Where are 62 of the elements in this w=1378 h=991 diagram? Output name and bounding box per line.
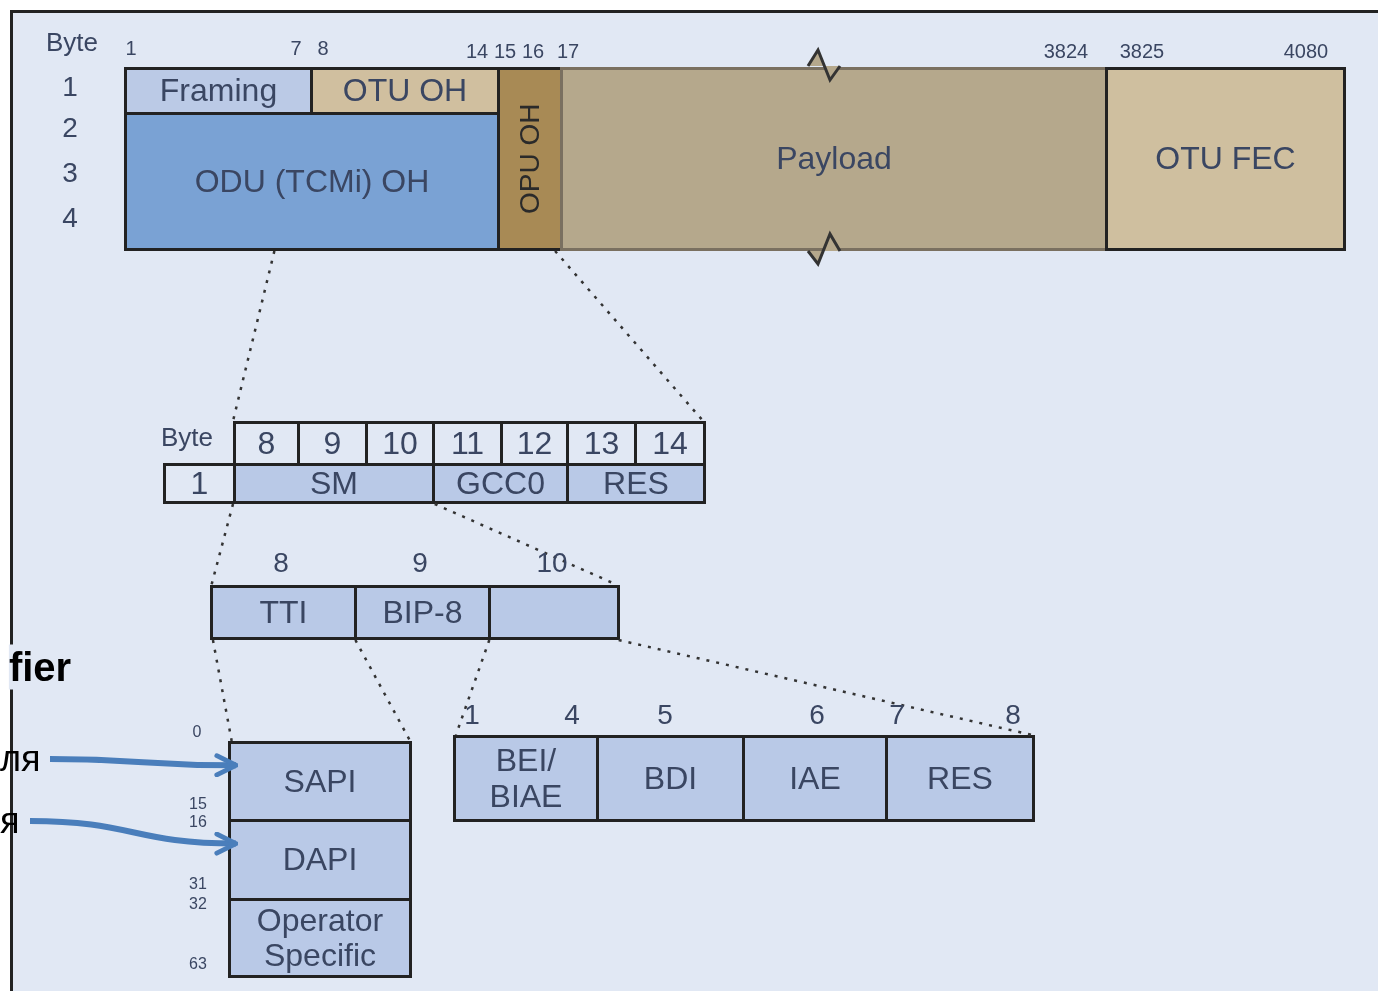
bit-number: 4 bbox=[564, 699, 580, 731]
bit-number: 1 bbox=[464, 699, 480, 731]
projection-line bbox=[211, 639, 233, 742]
payload-area: Payload bbox=[560, 67, 1108, 251]
row-number-cell: 1 bbox=[163, 463, 236, 504]
byte-number: 8 bbox=[317, 36, 329, 60]
byte-number: 4080 bbox=[1283, 39, 1329, 63]
overhead-field: Operator Specific bbox=[228, 898, 412, 978]
byte-index: 16 bbox=[189, 813, 207, 831]
axis-title: Byte bbox=[161, 421, 213, 453]
arrow bbox=[49, 753, 239, 778]
byte-number: 15 bbox=[493, 39, 517, 63]
frame-field: ODU (TCMi) OH bbox=[124, 112, 500, 251]
overhead-field: SM bbox=[233, 463, 435, 504]
row-number: 2 bbox=[62, 112, 78, 144]
frame-field: Framing bbox=[124, 67, 313, 115]
bit-number: 8 bbox=[1005, 699, 1021, 731]
row-number: 4 bbox=[62, 202, 78, 234]
byte-number: 1 bbox=[125, 36, 137, 60]
byte-number: 3824 bbox=[1043, 39, 1089, 63]
projection-line bbox=[554, 250, 705, 422]
overhead-field: BIP-8 bbox=[354, 585, 491, 640]
byte-number: 9 bbox=[412, 547, 428, 579]
byte-number: 8 bbox=[273, 547, 289, 579]
byte-number: 3825 bbox=[1119, 39, 1165, 63]
frame-field: OTU FEC bbox=[1105, 67, 1346, 251]
byte-number: 7 bbox=[290, 36, 302, 60]
overhead-field: IAE bbox=[742, 735, 888, 822]
bit-number: 7 bbox=[889, 699, 905, 731]
cut-off-heading: fier bbox=[8, 644, 72, 690]
bit-number: 5 bbox=[657, 699, 673, 731]
overhead-field: GCC0 bbox=[432, 463, 569, 504]
row-number: 1 bbox=[62, 71, 78, 103]
overhead-field: TTI bbox=[210, 585, 357, 640]
overhead-field: SAPI bbox=[228, 741, 412, 822]
overhead-field: BDI bbox=[596, 735, 745, 822]
byte-number: 14 bbox=[465, 39, 489, 63]
bit-number: 6 bbox=[809, 699, 825, 731]
byte-index: 0 bbox=[192, 723, 202, 741]
projection-line bbox=[454, 639, 491, 736]
axis-title: Byte bbox=[46, 26, 98, 58]
byte-index: 15 bbox=[189, 795, 207, 813]
overhead-field bbox=[488, 585, 620, 640]
overhead-field: DAPI bbox=[228, 819, 412, 901]
row-number: 3 bbox=[62, 157, 78, 189]
projection-line bbox=[231, 250, 276, 422]
byte-index: 63 bbox=[189, 955, 207, 973]
byte-index: 31 bbox=[189, 875, 207, 893]
byte-number: 10 bbox=[536, 547, 568, 579]
frame-field: OTU OH bbox=[310, 67, 500, 115]
projection-line bbox=[210, 503, 235, 586]
byte-number-cell: 14 bbox=[634, 421, 706, 466]
frame-field: OPU OH bbox=[497, 67, 563, 251]
byte-number: 17 bbox=[556, 39, 580, 63]
projection-line bbox=[354, 639, 412, 742]
projection-line bbox=[618, 638, 1033, 737]
overhead-field: BEI/ BIAE bbox=[453, 735, 599, 822]
overhead-field: RES bbox=[885, 735, 1035, 822]
overhead-field: RES bbox=[566, 463, 706, 504]
arrow bbox=[29, 818, 239, 856]
byte-index: 32 bbox=[189, 895, 207, 913]
byte-number: 16 bbox=[521, 39, 545, 63]
